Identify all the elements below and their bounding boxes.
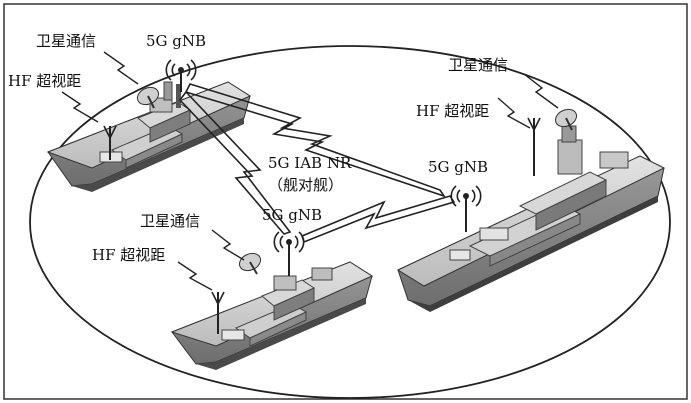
sat-link-arrow-3 <box>523 73 559 109</box>
hf-antenna-2 <box>211 291 225 334</box>
hf-link-arrow-1 <box>61 91 99 123</box>
gnb-antenna-3 <box>450 185 482 232</box>
ship3-hf-label: HF 超视距 <box>416 102 490 120</box>
gnb-antenna-1 <box>165 59 197 92</box>
gnb-antenna-2 <box>273 231 305 276</box>
satellite-dish-2 <box>238 252 262 275</box>
satellite-dish-3 <box>554 108 578 131</box>
iab-link-label: 5G IAB NR <box>268 154 352 172</box>
iab-link-1-3 <box>184 83 446 198</box>
network-boundary-ellipse <box>29 45 671 399</box>
ship1-hf-label: HF 超视距 <box>8 72 82 90</box>
ship1-gnb-label: 5G gNB <box>146 32 207 50</box>
hf-antenna-3 <box>527 117 541 176</box>
iab-link-1-2 <box>178 90 292 235</box>
ship3-satellite-label: 卫星通信 <box>448 56 509 74</box>
satellite-dish-1 <box>136 86 160 109</box>
ship-2 <box>170 231 374 370</box>
ship3-gnb-label: 5G gNB <box>428 158 489 176</box>
hf-link-arrow-3 <box>497 97 531 129</box>
iab-link-2-3 <box>301 195 456 244</box>
ship1-satellite-label: 卫星通信 <box>36 32 97 50</box>
hf-link-arrow-2 <box>177 261 213 291</box>
iab-link-subtitle: （舰对舰） <box>268 176 344 194</box>
ship2-hf-label: HF 超视距 <box>92 246 166 264</box>
ship2-satellite-label: 卫星通信 <box>140 212 201 230</box>
sat-link-arrow-1 <box>103 51 139 85</box>
ship2-gnb-label: 5G gNB <box>262 206 323 224</box>
ship-3 <box>396 108 666 312</box>
diagram-frame <box>3 3 688 400</box>
hf-antenna-1 <box>103 125 117 160</box>
sat-link-arrow-2 <box>211 229 245 261</box>
